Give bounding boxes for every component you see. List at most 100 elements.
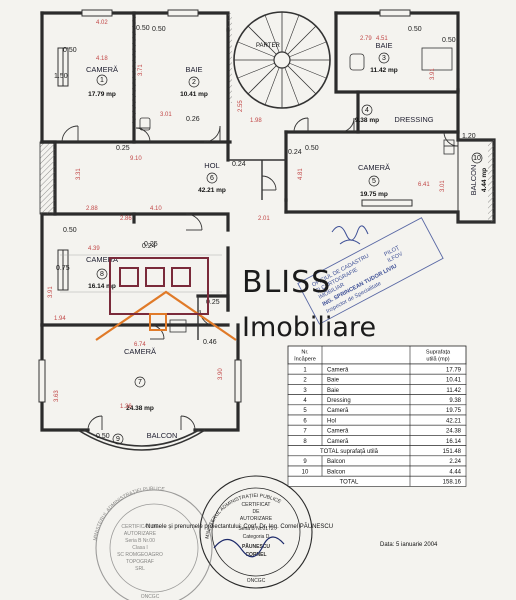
svg-text:2.79: 2.79 <box>360 36 372 42</box>
svg-text:3.91: 3.91 <box>48 286 54 298</box>
table-cell-area: 19.75 <box>446 408 462 414</box>
table-total-util-label: TOTAL suprafață utilă <box>320 449 379 455</box>
room-1-number: 1 <box>100 77 104 84</box>
table-row <box>287 404 467 416</box>
table-cell-area: 10.41 <box>446 378 462 384</box>
room-4-name: DRESSING <box>394 115 433 124</box>
room-labels: CAMERĂ 1 17.79 mp BAIE 2 10.41 mp BAIE 3… <box>86 41 488 443</box>
room-8-name: CAMERA <box>86 255 118 264</box>
balcony-9-outline <box>77 429 206 451</box>
table-header-area: utilă (mp) <box>426 357 449 363</box>
table-total-label: TOTAL <box>340 480 359 486</box>
svg-text:0.50: 0.50 <box>136 25 150 32</box>
table-cell-name: Baie <box>327 378 340 384</box>
svg-text:0.24: 0.24 <box>142 243 156 250</box>
room-3-number: 3 <box>382 55 386 62</box>
table-cell-area: 16.14 <box>446 439 462 445</box>
table-row <box>287 424 467 436</box>
room-7-area: 24.38 mp <box>126 405 154 412</box>
svg-text:0.50: 0.50 <box>442 37 456 44</box>
table-cell-name: Cameră <box>327 439 349 445</box>
svg-text:3.71: 3.71 <box>138 64 144 76</box>
svg-text:0.24: 0.24 <box>288 149 302 156</box>
room-10-name: BALCON <box>469 165 478 196</box>
svg-text:4.02: 4.02 <box>96 20 108 26</box>
svg-text:1.36: 1.36 <box>120 404 132 410</box>
table-cell-number: 3 <box>303 388 307 394</box>
table-cell-name: Balcon <box>327 459 345 465</box>
room-1-name: CAMERĂ <box>86 65 118 74</box>
table-cell-area: 24.38 <box>446 429 462 435</box>
table-row <box>287 414 467 426</box>
svg-text:4.39: 4.39 <box>88 246 100 252</box>
svg-text:4.51: 4.51 <box>376 36 388 42</box>
table-cell-number: 7 <box>303 429 307 435</box>
table-row <box>287 384 467 395</box>
svg-text:0.25: 0.25 <box>206 299 220 306</box>
room-4-number: 4 <box>365 107 369 114</box>
svg-text:CERTIFICAT DE: CERTIFICAT DE <box>121 524 159 530</box>
table-header-area: Suprafața <box>426 350 451 356</box>
room-4-area: 9.38 mp <box>355 117 379 124</box>
room-5-area: 19.75 mp <box>360 191 388 198</box>
room-2-number: 2 <box>192 79 196 86</box>
svg-text:3.01: 3.01 <box>440 180 446 192</box>
room-5-name: CAMERĂ <box>358 163 390 172</box>
svg-text:3.91: 3.91 <box>430 68 436 80</box>
table-cell-number: 8 <box>303 439 307 445</box>
table-row <box>287 394 467 406</box>
window-icon <box>145 267 165 287</box>
table-cell-area: 2.24 <box>449 459 461 465</box>
room-8-area: 16.14 mp <box>88 283 116 290</box>
brand-imobiliare: Imobiliare <box>242 312 376 343</box>
svg-text:0.25: 0.25 <box>116 145 130 152</box>
table-cell-area: 42.21 <box>446 418 462 424</box>
table-cell-name: Cameră <box>327 408 349 414</box>
stair-label: PARTER <box>256 43 280 49</box>
windows <box>38 9 413 403</box>
svg-text:1.20: 1.20 <box>462 133 476 140</box>
svg-text:SRL: SRL <box>135 566 145 572</box>
table-cell-name: Balcon <box>327 469 345 475</box>
svg-text:1.98: 1.98 <box>250 118 262 124</box>
guide-lines <box>60 254 222 293</box>
svg-text:0.50: 0.50 <box>408 26 422 33</box>
svg-text:Seria B Nr.0172: Seria B Nr.0172 <box>238 526 274 532</box>
table-row <box>287 455 467 467</box>
svg-text:6.41: 6.41 <box>418 182 430 188</box>
room-5-number: 5 <box>372 178 376 185</box>
table-cell-name: Dressing <box>327 398 351 404</box>
brand-bliss: BLISS <box>242 265 331 300</box>
svg-text:3.31: 3.31 <box>76 168 82 180</box>
svg-text:0.26: 0.26 <box>186 116 200 123</box>
svg-text:PĂUNESCU: PĂUNESCU <box>242 543 270 550</box>
window-icon <box>119 267 139 287</box>
table-row <box>287 435 467 446</box>
table-cell-name: Hol <box>327 418 336 424</box>
svg-text:0.50: 0.50 <box>63 227 77 234</box>
room-1-area: 17.79 mp <box>88 91 116 98</box>
svg-text:0.50: 0.50 <box>305 145 319 152</box>
table-cell-number: 5 <box>303 408 307 414</box>
table-cell-name: Cameră <box>327 429 349 435</box>
svg-text:CERTIFICAT: CERTIFICAT <box>242 502 271 508</box>
svg-text:3.63: 3.63 <box>54 390 60 402</box>
table-cell-number: 9 <box>303 459 307 465</box>
table-cell-number: 10 <box>302 469 309 475</box>
svg-text:3.01: 3.01 <box>160 112 172 118</box>
room-7-name: CAMERĂ <box>124 347 156 356</box>
table-header-nr: încăpere <box>293 357 316 363</box>
brand-logo: BLISS Imobiliare <box>95 257 376 343</box>
room-10-number: 10 <box>473 155 481 162</box>
door-swings <box>61 117 459 431</box>
svg-text:0.75: 0.75 <box>56 265 70 272</box>
signature-scribble <box>331 225 369 245</box>
svg-text:2.55: 2.55 <box>238 100 244 112</box>
room-6-name: HOL <box>204 161 219 170</box>
dimension-labels: 0.50 0.50 0.50 0.50 0.25 0.24 0.25 0.46 … <box>48 20 476 440</box>
svg-text:1.50: 1.50 <box>54 73 68 80</box>
table-cell-area: 9.38 <box>449 398 461 404</box>
table-cell-area: 4.44 <box>449 469 461 475</box>
